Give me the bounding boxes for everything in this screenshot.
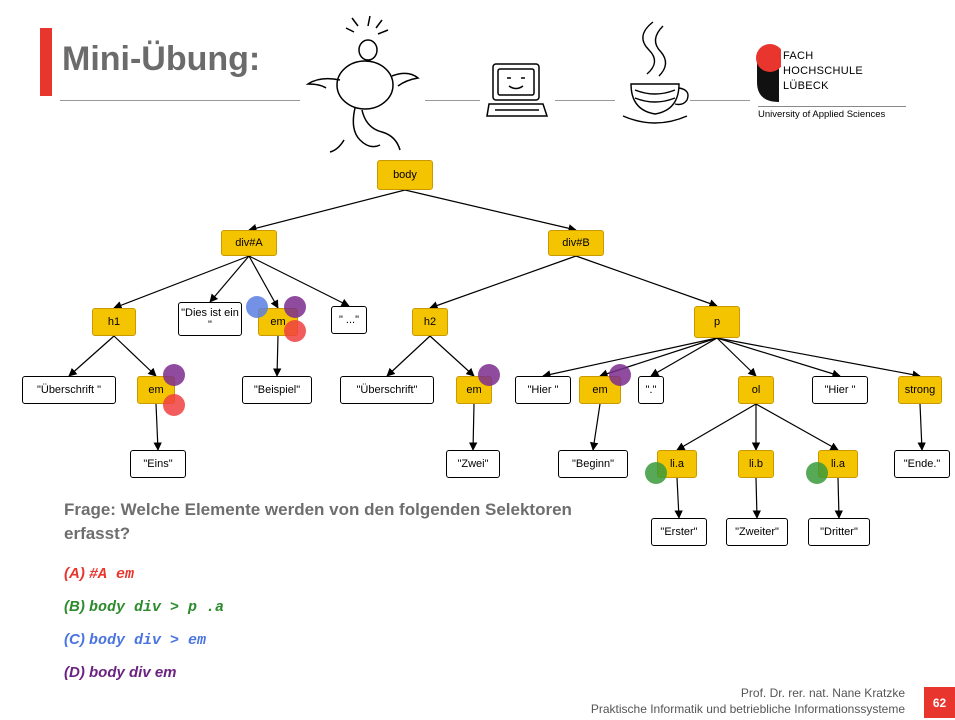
- tree-edge: [589, 403, 601, 451]
- tree-edge: [650, 337, 718, 377]
- logo-line-1: FACH: [783, 50, 814, 62]
- selector-match-marker-a: [284, 320, 306, 342]
- question-text: Frage: Welche Elemente werden von den fo…: [64, 500, 572, 543]
- answer-selector: #A em: [89, 566, 135, 583]
- tree-edge: [716, 337, 757, 377]
- page-title: Mini-Übung:: [62, 40, 261, 78]
- tree-edge: [752, 477, 762, 519]
- selector-match-marker-b: [806, 462, 828, 484]
- tree-node-t-eins: "Eins": [130, 450, 186, 478]
- selector-match-marker-d: [284, 296, 306, 318]
- tree-node-strong: strong: [898, 376, 942, 404]
- computer-icon: [486, 63, 549, 117]
- tree-edge: [209, 255, 250, 303]
- tree-edge: [716, 337, 841, 378]
- tree-node-li2: li.b: [738, 450, 774, 478]
- tree-node-divA: div#A: [221, 230, 277, 256]
- tree-edge: [575, 255, 718, 308]
- logo-divider: [758, 106, 906, 107]
- page-number: 62: [924, 687, 955, 718]
- tree-edge: [834, 477, 844, 519]
- tree-edge: [716, 337, 921, 379]
- tree-edge: [404, 189, 577, 233]
- answer-a: (A) #A em: [64, 565, 134, 583]
- title-divider: [60, 100, 300, 101]
- logo-line-3: LÜBECK: [783, 80, 829, 92]
- header-divider: [690, 100, 750, 101]
- tree-node-t-ueb2: "Überschrift": [340, 376, 434, 404]
- tree-node-t-dies: "Dies ist ein ": [178, 302, 242, 336]
- header-divider: [425, 100, 480, 101]
- tree-node-p: p: [694, 306, 740, 338]
- selector-match-marker-d: [478, 364, 500, 386]
- answer-d: (D) body div em: [64, 664, 177, 681]
- tree-node-t-beispiel: "Beispiel": [242, 376, 312, 404]
- tree-edge: [113, 335, 157, 377]
- answer-selector: body div > em: [89, 632, 207, 649]
- answer-selector: body div em: [89, 664, 177, 681]
- tree-node-t-zweiter: "Zweiter": [726, 518, 788, 546]
- answer-c: (C) body div > em: [64, 631, 206, 649]
- tree-edge: [429, 335, 475, 377]
- tree-node-h2: h2: [412, 308, 448, 336]
- tree-edge: [755, 403, 839, 451]
- tree-edge: [248, 255, 279, 309]
- selector-match-marker-d: [609, 364, 631, 386]
- tree-edge: [153, 403, 162, 451]
- tree-edge: [674, 477, 683, 519]
- logo-line-2: HOCHSCHULE: [783, 65, 864, 77]
- selector-match-marker-b: [645, 462, 667, 484]
- answer-label: (A): [64, 565, 85, 582]
- tree-node-t-dot: ".": [638, 376, 664, 404]
- selector-match-marker-a: [163, 394, 185, 416]
- answer-selector: body div > p .a: [89, 599, 225, 616]
- tree-edge: [468, 403, 478, 451]
- footer-author: Prof. Dr. rer. nat. Nane Kratzke: [740, 686, 905, 700]
- answer-label: (B): [64, 598, 85, 615]
- tree-edge: [248, 255, 350, 307]
- tree-node-t-dritter: "Dritter": [808, 518, 870, 546]
- tree-node-t-hier2: "Hier ": [812, 376, 868, 404]
- tree-node-t-ende: "Ende.": [894, 450, 950, 478]
- title-accent-bar: [40, 28, 52, 96]
- header-divider: [555, 100, 615, 101]
- tree-edge: [113, 255, 250, 310]
- tree-node-divB: div#B: [548, 230, 604, 256]
- answer-label: (D): [64, 664, 85, 681]
- tree-node-t-erster: "Erster": [651, 518, 707, 546]
- tree-edge: [248, 189, 406, 233]
- tree-node-t-dots: " ...": [331, 306, 367, 334]
- selector-match-marker-d: [163, 364, 185, 386]
- footer-department: Praktische Informatik und betriebliche I…: [590, 702, 905, 716]
- tree-node-t-zwei: "Zwei": [446, 450, 500, 478]
- logo-subtitle: University of Applied Sciences: [758, 109, 886, 120]
- tree-edge: [386, 335, 431, 377]
- tree-node-h1: h1: [92, 308, 136, 336]
- java-coffee-cup-icon: [622, 21, 689, 124]
- tree-edge: [676, 403, 757, 451]
- university-logo-icon: [756, 44, 781, 102]
- answer-b: (B) body div > p .a: [64, 598, 224, 616]
- tree-edge: [68, 335, 115, 377]
- tree-edge: [917, 403, 926, 451]
- selector-match-marker-c: [246, 296, 268, 318]
- tree-node-t-beginn: "Beginn": [558, 450, 628, 478]
- tree-node-t-hier1: "Hier ": [515, 376, 571, 404]
- tree-node-ol: ol: [738, 376, 774, 404]
- cartoon-thinker-icon: [305, 15, 420, 153]
- tree-edge: [429, 255, 577, 310]
- tree-edge: [272, 335, 282, 377]
- tree-node-t-ueb1: "Überschrift ": [22, 376, 116, 404]
- tree-node-body: body: [377, 160, 433, 190]
- answer-label: (C): [64, 631, 85, 648]
- tree-edge: [542, 337, 718, 379]
